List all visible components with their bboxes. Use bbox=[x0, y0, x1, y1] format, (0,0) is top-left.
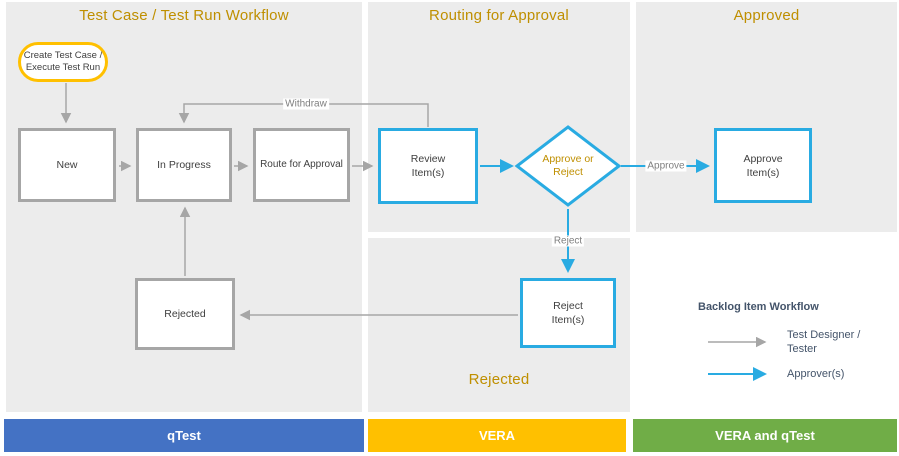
node-label: Approve bbox=[743, 152, 783, 165]
legend-title: Backlog Item Workflow bbox=[698, 301, 819, 313]
title-rejected-section: Rejected bbox=[468, 371, 530, 388]
legend-label-line: Tester bbox=[787, 343, 817, 355]
node-reject-items: Reject Item(s) bbox=[520, 278, 616, 348]
edge-label-reject: Reject bbox=[551, 235, 585, 247]
node-label: Item(s) bbox=[551, 314, 585, 326]
node-in-progress: In Progress bbox=[136, 128, 232, 202]
node-review-items: Review Item(s) bbox=[378, 128, 478, 204]
node-new: New bbox=[18, 128, 116, 202]
legend-label-tester: Test Designer / Tester bbox=[787, 328, 860, 356]
node-label: Route for Approval bbox=[260, 159, 343, 170]
node-rejected: Rejected bbox=[135, 278, 235, 350]
node-label: Rejected bbox=[164, 308, 206, 320]
node-decision-approve-or-reject: Approve or Reject bbox=[518, 128, 618, 204]
legend-label-line: Test Designer / bbox=[787, 329, 861, 341]
node-label: Review bbox=[410, 153, 446, 165]
node-label: Reject bbox=[553, 166, 583, 178]
bar-vera: VERA bbox=[368, 419, 626, 452]
edge-label-withdraw: Withdraw bbox=[283, 98, 329, 110]
bar-qtest: qTest bbox=[4, 419, 364, 452]
node-label: Reject bbox=[553, 300, 583, 312]
title-test-case-workflow: Test Case / Test Run Workflow bbox=[79, 7, 289, 24]
node-label: In Progress bbox=[157, 159, 211, 171]
legend-label-approvers: Approver(s) bbox=[787, 368, 845, 380]
node-label: Item(s) bbox=[411, 167, 445, 179]
node-label: Item(s) bbox=[746, 166, 780, 179]
node-label: Execute Test Run bbox=[25, 62, 101, 73]
node-create-test-case: Create Test Case / Execute Test Run bbox=[18, 42, 108, 82]
node-approve-items: Approve Item(s) bbox=[714, 128, 812, 203]
node-label: New bbox=[56, 159, 78, 171]
bar-vera-and-qtest: VERA and qTest bbox=[633, 419, 897, 452]
node-route-for-approval: Route for Approval bbox=[253, 128, 350, 202]
title-approved: Approved bbox=[733, 7, 800, 24]
node-label: Approve or bbox=[542, 153, 594, 165]
edge-label-approve: Approve bbox=[645, 160, 687, 172]
node-label: Create Test Case / bbox=[23, 50, 103, 61]
title-routing-for-approval: Routing for Approval bbox=[429, 7, 569, 24]
